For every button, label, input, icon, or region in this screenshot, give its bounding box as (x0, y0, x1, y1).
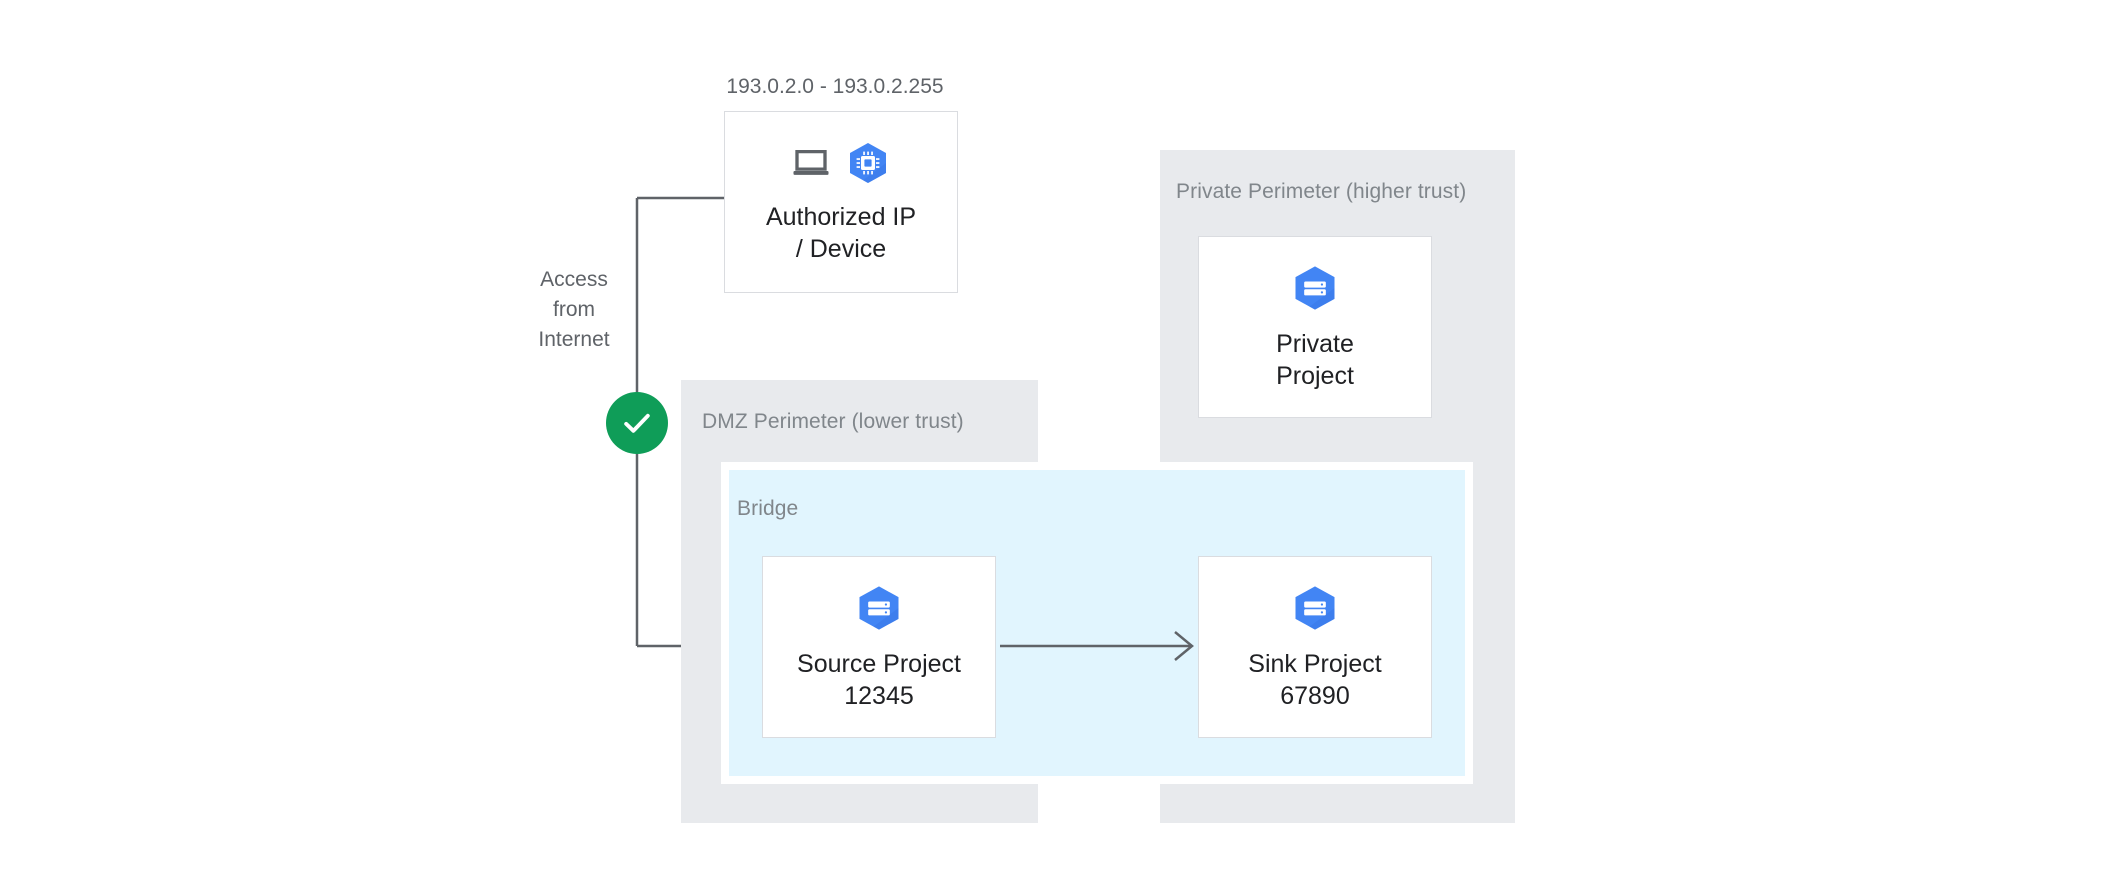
perimeter-private-label: Private Perimeter (higher trust) (1176, 180, 1467, 203)
ip-range-caption: 193.0.2.0 - 193.0.2.255 (726, 75, 944, 98)
node-authorized-ip-device-icons (790, 139, 892, 187)
node-sink-project[interactable]: Sink Project 67890 (1198, 556, 1432, 738)
node-private-project[interactable]: Private Project (1198, 236, 1432, 418)
node-source-project-label: Source Project 12345 (797, 650, 961, 710)
access-from-internet-caption: Access from Internet (538, 268, 610, 351)
access-allowed-badge[interactable] (606, 392, 668, 454)
bridge-label: Bridge (737, 497, 799, 520)
check-icon (619, 405, 655, 441)
laptop-icon (790, 142, 832, 184)
perimeter-dmz-label: DMZ Perimeter (lower trust) (702, 410, 964, 433)
node-source-project[interactable]: Source Project 12345 (762, 556, 996, 738)
node-sink-project-label: Sink Project 67890 (1248, 650, 1382, 710)
node-private-project-label: Private Project (1276, 330, 1354, 390)
gcp-project-icon (1289, 582, 1341, 634)
node-sink-project-icons (1289, 582, 1341, 634)
node-authorized-ip-device-label: Authorized IP / Device (765, 203, 917, 263)
node-private-project-icons (1289, 262, 1341, 314)
node-source-project-icons (853, 582, 905, 634)
node-authorized-ip-device[interactable]: Authorized IP / Device (724, 111, 958, 293)
gcp-project-icon (1289, 262, 1341, 314)
compute-chip-icon (844, 139, 892, 187)
gcp-project-icon (853, 582, 905, 634)
